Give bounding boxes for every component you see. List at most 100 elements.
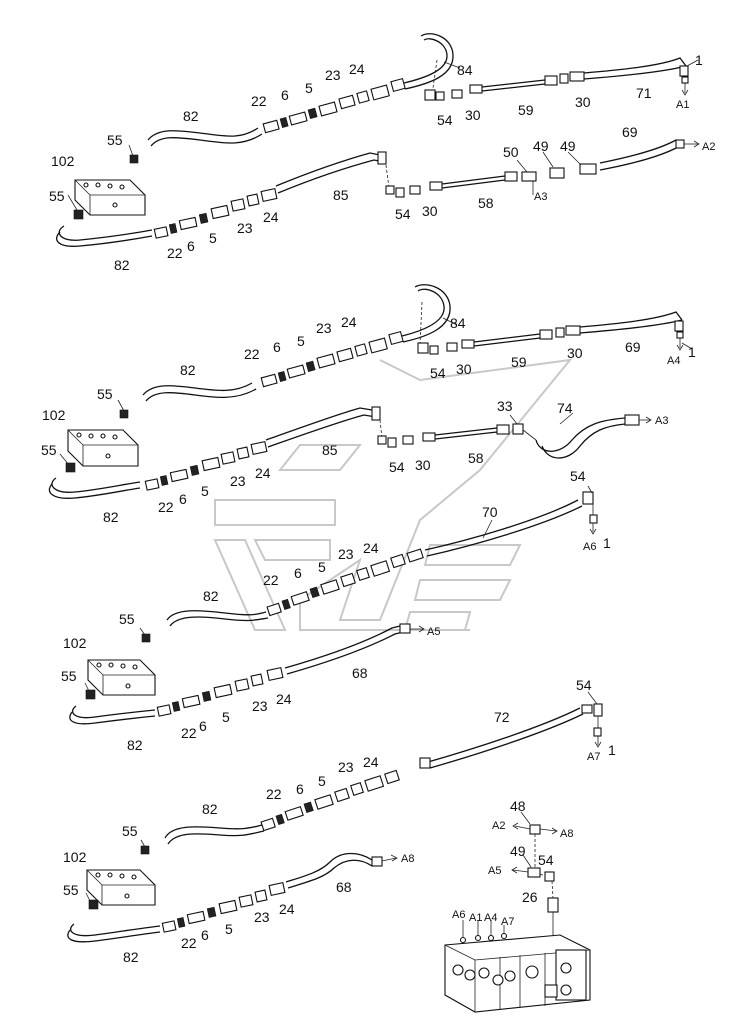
- label: 55: [61, 668, 77, 684]
- label: 6: [296, 781, 304, 797]
- label: 54: [576, 677, 592, 693]
- lower-fitting-chain: [153, 188, 278, 239]
- label: 6: [179, 491, 187, 507]
- section-4-assembly: 54 1 A7 72 24 23 5 6 22 82 55 102 55 82 …: [63, 677, 616, 965]
- label: 22: [266, 786, 282, 802]
- label: A2: [492, 820, 505, 832]
- label: 5: [201, 483, 209, 499]
- label: 82: [103, 509, 119, 525]
- label: 26: [522, 889, 538, 905]
- label: 82: [202, 801, 218, 817]
- label: 102: [63, 635, 87, 651]
- label: A8: [401, 853, 414, 865]
- label: 24: [263, 209, 279, 225]
- label: 68: [336, 879, 352, 895]
- label: 102: [51, 153, 75, 169]
- label: 5: [209, 230, 217, 246]
- label: 48: [510, 798, 526, 814]
- label: 82: [180, 362, 196, 378]
- label: 6: [273, 339, 281, 355]
- lower-fitting-chain: [144, 441, 268, 491]
- label: 82: [114, 257, 130, 273]
- label: 54: [389, 459, 405, 475]
- label: 24: [363, 540, 379, 556]
- label: 102: [63, 849, 87, 865]
- label: 23: [254, 909, 270, 925]
- label: A7: [587, 751, 600, 763]
- label: 82: [183, 108, 199, 124]
- label: 54: [395, 206, 411, 222]
- label: 72: [494, 709, 510, 725]
- label: 22: [181, 935, 197, 951]
- label: 74: [557, 400, 573, 416]
- label: 70: [482, 504, 498, 520]
- label: 22: [181, 725, 197, 741]
- label: 24: [279, 901, 295, 917]
- label: 82: [203, 588, 219, 604]
- manifold-block-102: [87, 659, 156, 696]
- label: A8: [560, 828, 573, 840]
- label: A5: [488, 865, 501, 877]
- label: 85: [333, 187, 349, 203]
- label: 55: [119, 611, 135, 627]
- label: 69: [625, 339, 641, 355]
- label: 5: [318, 773, 326, 789]
- label: 55: [97, 386, 113, 402]
- section-3-assembly: 54 1 A6 70 24 23 5 6 22 82 55 102 55 82 …: [61, 468, 611, 753]
- upper-fitting-chain: [262, 77, 406, 134]
- label: 59: [518, 102, 534, 118]
- label: 33: [497, 398, 513, 414]
- label: 23: [338, 546, 354, 562]
- upper-fitting-chain: [260, 769, 400, 832]
- label: A2: [702, 141, 715, 153]
- label: 24: [341, 314, 357, 330]
- label: 54: [570, 468, 586, 484]
- label: 5: [318, 559, 326, 575]
- label: 22: [167, 245, 183, 261]
- label: A6: [452, 909, 465, 921]
- label: 55: [63, 882, 79, 898]
- label: 30: [456, 361, 472, 377]
- label: 6: [201, 927, 209, 943]
- upper-fitting-chain: [266, 548, 424, 617]
- label: 5: [305, 80, 313, 96]
- label: A3: [534, 191, 547, 203]
- label: 55: [122, 823, 138, 839]
- label: 54: [430, 365, 446, 381]
- label: 23: [338, 759, 354, 775]
- label: 58: [468, 450, 484, 466]
- label: 30: [422, 203, 438, 219]
- label: A5: [427, 626, 440, 638]
- label: 24: [363, 754, 379, 770]
- label: 5: [222, 709, 230, 725]
- label: 55: [107, 132, 123, 148]
- manifold-block-102: [74, 179, 146, 216]
- label: 24: [349, 61, 365, 77]
- watermark-logo: [213, 358, 573, 631]
- label: 6: [294, 565, 302, 581]
- label: A7: [501, 916, 514, 928]
- label: 84: [457, 62, 473, 78]
- label: 54: [437, 112, 453, 128]
- label: 1: [608, 742, 616, 758]
- label: 6: [187, 238, 195, 254]
- label: 50: [503, 144, 519, 160]
- label: 24: [276, 691, 292, 707]
- label: 68: [352, 665, 368, 681]
- upper-fitting-chain: [260, 330, 404, 388]
- manifold-block-102: [67, 429, 139, 467]
- label: 22: [251, 93, 267, 109]
- label: 6: [281, 87, 289, 103]
- label: 22: [263, 572, 279, 588]
- control-valve-assembly: 48 A2 A8 49 54 A5 26 A6 A1 A4 A7: [444, 798, 591, 1013]
- label: 55: [49, 188, 65, 204]
- lower-fitting-chain: [161, 882, 286, 933]
- label: 82: [123, 949, 139, 965]
- label: 58: [478, 195, 494, 211]
- label: 23: [252, 698, 268, 714]
- label: 85: [322, 442, 338, 458]
- label: 22: [158, 499, 174, 515]
- label: A4: [667, 355, 680, 367]
- label: 54: [538, 852, 554, 868]
- label: A3: [655, 415, 668, 427]
